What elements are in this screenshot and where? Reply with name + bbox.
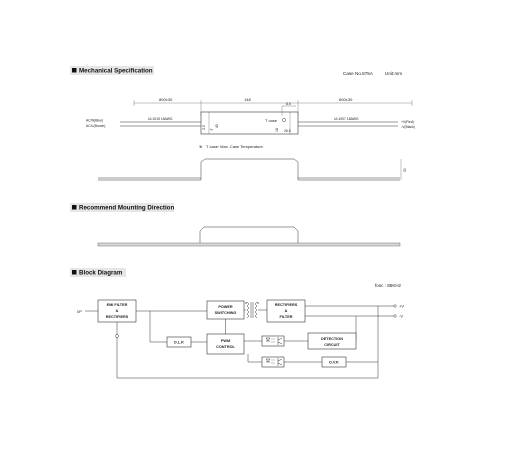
tcase-label: T case xyxy=(265,118,278,123)
dim-30: 30 xyxy=(403,168,407,172)
right-wire-spec: UL1007 18AWG xyxy=(334,117,359,121)
output-neg-terminal-icon xyxy=(393,314,397,318)
mechanical-header-bg xyxy=(70,66,154,75)
optocoupler-icon xyxy=(261,335,285,347)
right-cable-length: 600±30 xyxy=(339,97,353,102)
det-line2: CIRCUIT xyxy=(324,343,340,347)
dim-18: 18 xyxy=(275,128,279,132)
header-bullet-icon xyxy=(72,68,77,73)
dim-3-5: 3.5 xyxy=(202,125,206,130)
mounting-header-bg xyxy=(70,203,174,212)
unit-label: Unit:mm xyxy=(385,71,402,76)
case-number: Case No.875A xyxy=(343,71,374,76)
dim-26-5: 26.5 xyxy=(284,129,291,133)
wire-vpos-label: +V(Red) xyxy=(401,120,414,124)
block-title: Block Diagram xyxy=(79,270,123,277)
block-header-bg xyxy=(70,268,126,277)
ip-label: I/P xyxy=(77,309,82,314)
fg-terminal-icon xyxy=(115,334,119,338)
power-line2: SWITCHING xyxy=(215,311,237,315)
left-cable-length: 800±30 xyxy=(159,97,173,102)
wire-acl-label: AC/L(Brown) xyxy=(86,124,105,128)
mounting-title: Recommend Mounting Direction xyxy=(79,205,174,212)
wire-acn-label: AC/N(Blue) xyxy=(86,119,103,123)
dim-8-5: 8.5 xyxy=(286,102,291,106)
left-wire-spec: UL1015 18AWG xyxy=(148,117,173,121)
emi-line3: RECTIFIERS xyxy=(106,315,129,319)
mechanical-section: Mechanical Specification Case No.875A Un… xyxy=(70,66,415,181)
tc-note: T case: Max. Case Temperature. xyxy=(206,144,264,149)
emi-line1: EMI FILTER xyxy=(107,303,128,307)
fosc-label: fosc : 85KHz xyxy=(375,283,402,288)
ovp-label: O.V.P. xyxy=(329,361,339,365)
power-line1: POWER xyxy=(218,305,233,309)
tc-note-marker: ※ xyxy=(199,144,202,149)
case-body xyxy=(200,111,299,135)
transformer-icon xyxy=(245,301,259,319)
optocoupler-icon xyxy=(261,356,285,368)
mounting-section: Recommend Mounting Direction xyxy=(70,203,401,247)
mounting-surface xyxy=(97,242,401,247)
header-bullet-icon xyxy=(72,270,77,275)
side-profile xyxy=(98,158,402,181)
mounted-case xyxy=(199,226,299,243)
rect-line1: RECTIFIERS xyxy=(275,303,298,307)
dim-5: 5 xyxy=(209,128,213,132)
det-line1: DETECTION xyxy=(321,337,343,341)
header-bullet-icon xyxy=(72,205,77,210)
output-neg-label: -V xyxy=(399,314,403,319)
detection-circuit-block xyxy=(307,332,357,350)
output-pos-label: +V xyxy=(399,304,404,309)
pwm-line1: PWM xyxy=(221,339,230,343)
olp-label: O.L.P. xyxy=(174,341,184,345)
tcase-point-icon xyxy=(282,118,286,122)
pwm-line2: CONTROL xyxy=(216,345,235,349)
power-switching-block xyxy=(206,300,245,320)
emi-line2: & xyxy=(116,309,119,313)
pwm-control-block xyxy=(206,333,245,355)
mechanical-title: Mechanical Specification xyxy=(79,68,153,75)
output-wires xyxy=(298,121,398,127)
input-wires xyxy=(120,121,201,127)
output-pos-terminal-icon xyxy=(393,304,397,308)
rectifiers-filter-block xyxy=(266,299,306,323)
rect-line3: FILTER xyxy=(279,315,292,319)
dim-43: 43 xyxy=(215,124,219,128)
rect-line2: & xyxy=(285,309,288,313)
wire-vneg-label: -V(Black) xyxy=(401,125,415,129)
case-length: 148 xyxy=(244,97,251,102)
block-section: Block Diagram fosc : 85KHz I/P EMI FILTE… xyxy=(70,268,404,379)
